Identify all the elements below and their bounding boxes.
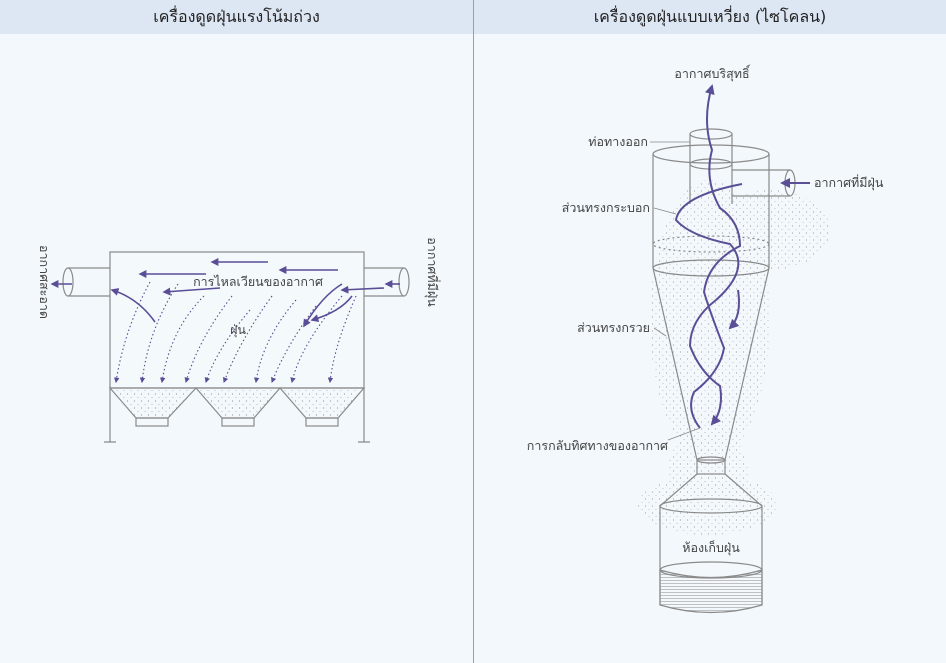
hopper-3: [278, 387, 366, 419]
right-panel-title: เครื่องดูดฝุ่นแบบเหวี่ยง (ไซโคลน): [474, 0, 946, 34]
label-pure-air: อากาศบริสุทธิ์: [674, 64, 751, 82]
dust-cloud: [638, 180, 830, 535]
panel-divider: [473, 0, 474, 663]
gravity-flow-arrows: [50, 258, 400, 328]
gravity-dust-trajectories: [113, 281, 357, 384]
inlet-pipe-end: [398, 267, 410, 297]
hopper-2: [194, 387, 282, 419]
label-cylinder-section: ส่วนทรงกระบอก: [562, 200, 650, 215]
dust-outlet-neck: [696, 459, 726, 475]
label-dusty-air-right: อากาศที่มีฝุ่น: [814, 174, 884, 191]
hopper-outlet-3: [305, 417, 339, 427]
cyclone-body: [652, 128, 796, 614]
label-air-reversal: การกลับทิศทางของอากาศ: [527, 438, 668, 453]
outer-vortex: [674, 183, 743, 426]
cyclone-flow-arrows: [674, 84, 810, 429]
cylinder-walls: [652, 154, 770, 268]
support-legs: [104, 388, 370, 443]
label-air-circulation: การไหลเวียนของอากาศ: [193, 274, 323, 289]
hopper-1: [108, 387, 198, 419]
label-cone-section: ส่วนทรงกรวย: [577, 320, 650, 335]
hopper-outlet-2: [221, 417, 255, 427]
label-dust: ฝุ่น: [230, 322, 246, 338]
label-outlet-pipe: ท่อทางออก: [588, 134, 648, 149]
outlet-pipe-end: [62, 267, 74, 297]
cone-walls: [652, 267, 770, 461]
label-dusty-air-left: อากาศที่มีฝุ่น: [424, 237, 441, 307]
inlet-pipe-right: [364, 267, 404, 297]
cyclone-inlet-pipe: [732, 169, 790, 197]
inner-vortex: [690, 84, 742, 429]
label-dust-chamber: ห้องเก็บฝุ่น: [682, 540, 740, 556]
left-panel-title: เครื่องดูดฝุ่นแรงโน้มถ่วง: [0, 0, 473, 34]
settling-chamber: [109, 251, 365, 389]
leader-lines: [650, 141, 701, 441]
hopper-outlet-1: [135, 417, 169, 427]
outlet-pipe-left: [68, 267, 110, 297]
label-clean-air: อากาศสะอาด: [37, 245, 52, 319]
collected-dust: [659, 569, 763, 614]
